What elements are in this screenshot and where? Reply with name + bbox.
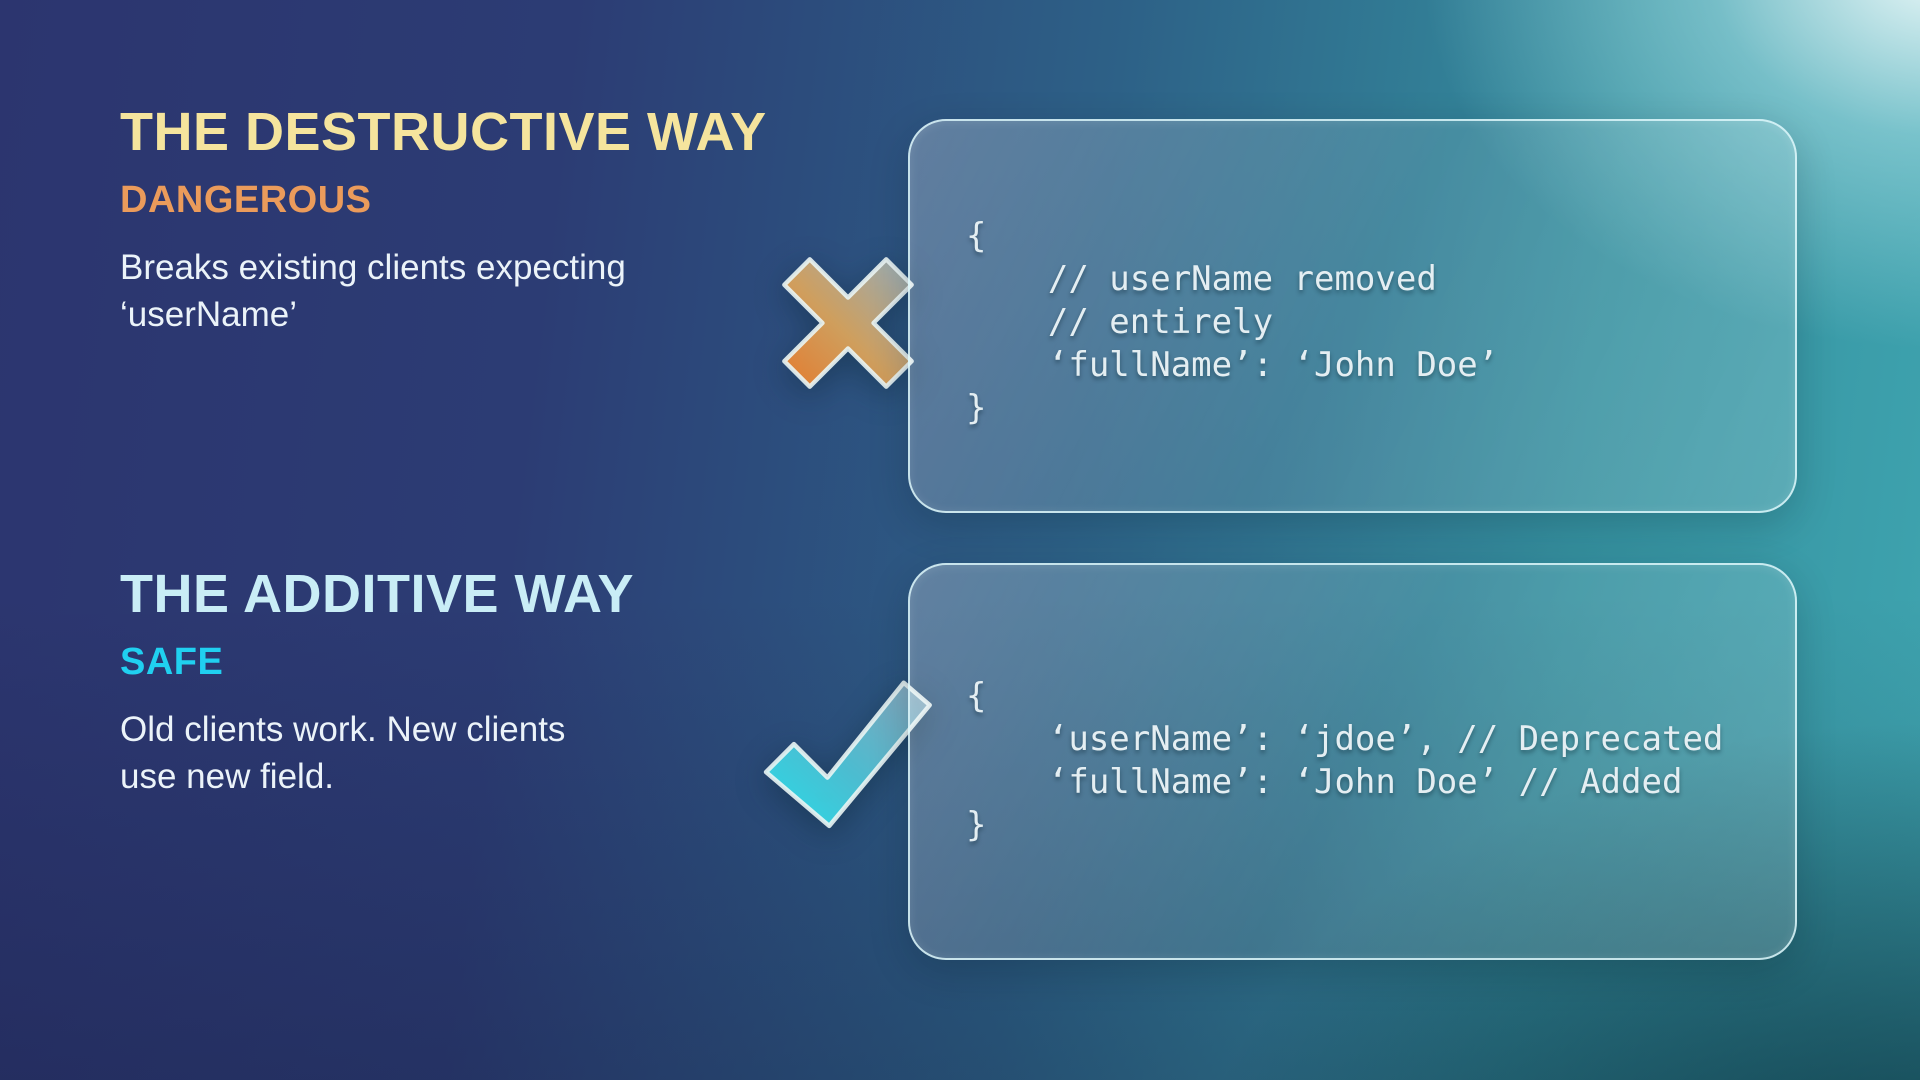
check-mark-icon [763,680,932,829]
additive-badge: SAFE [120,641,224,683]
destructive-code-panel: { // userName removed // entirely ‘fullN… [908,119,1797,513]
additive-code: { ‘userName’: ‘jdoe’, // Deprecated ‘ful… [966,676,1724,845]
section-additive: THE ADDITIVE WAY SAFE Old clients work. … [120,562,634,800]
destructive-title: THE DESTRUCTIVE WAY [120,102,767,162]
destructive-description: Breaks existing clients expecting ‘userN… [120,248,626,334]
x-mark-icon [782,257,914,389]
additive-description: Old clients work. New clients use new fi… [120,710,566,796]
section-destructive: THE DESTRUCTIVE WAY DANGEROUS Breaks exi… [120,100,767,338]
additive-code-panel: { ‘userName’: ‘jdoe’, // Deprecated ‘ful… [908,563,1797,960]
destructive-code: { // userName removed // entirely ‘fullN… [966,216,1499,428]
additive-title: THE ADDITIVE WAY [120,564,635,624]
destructive-badge: DANGEROUS [120,179,372,221]
